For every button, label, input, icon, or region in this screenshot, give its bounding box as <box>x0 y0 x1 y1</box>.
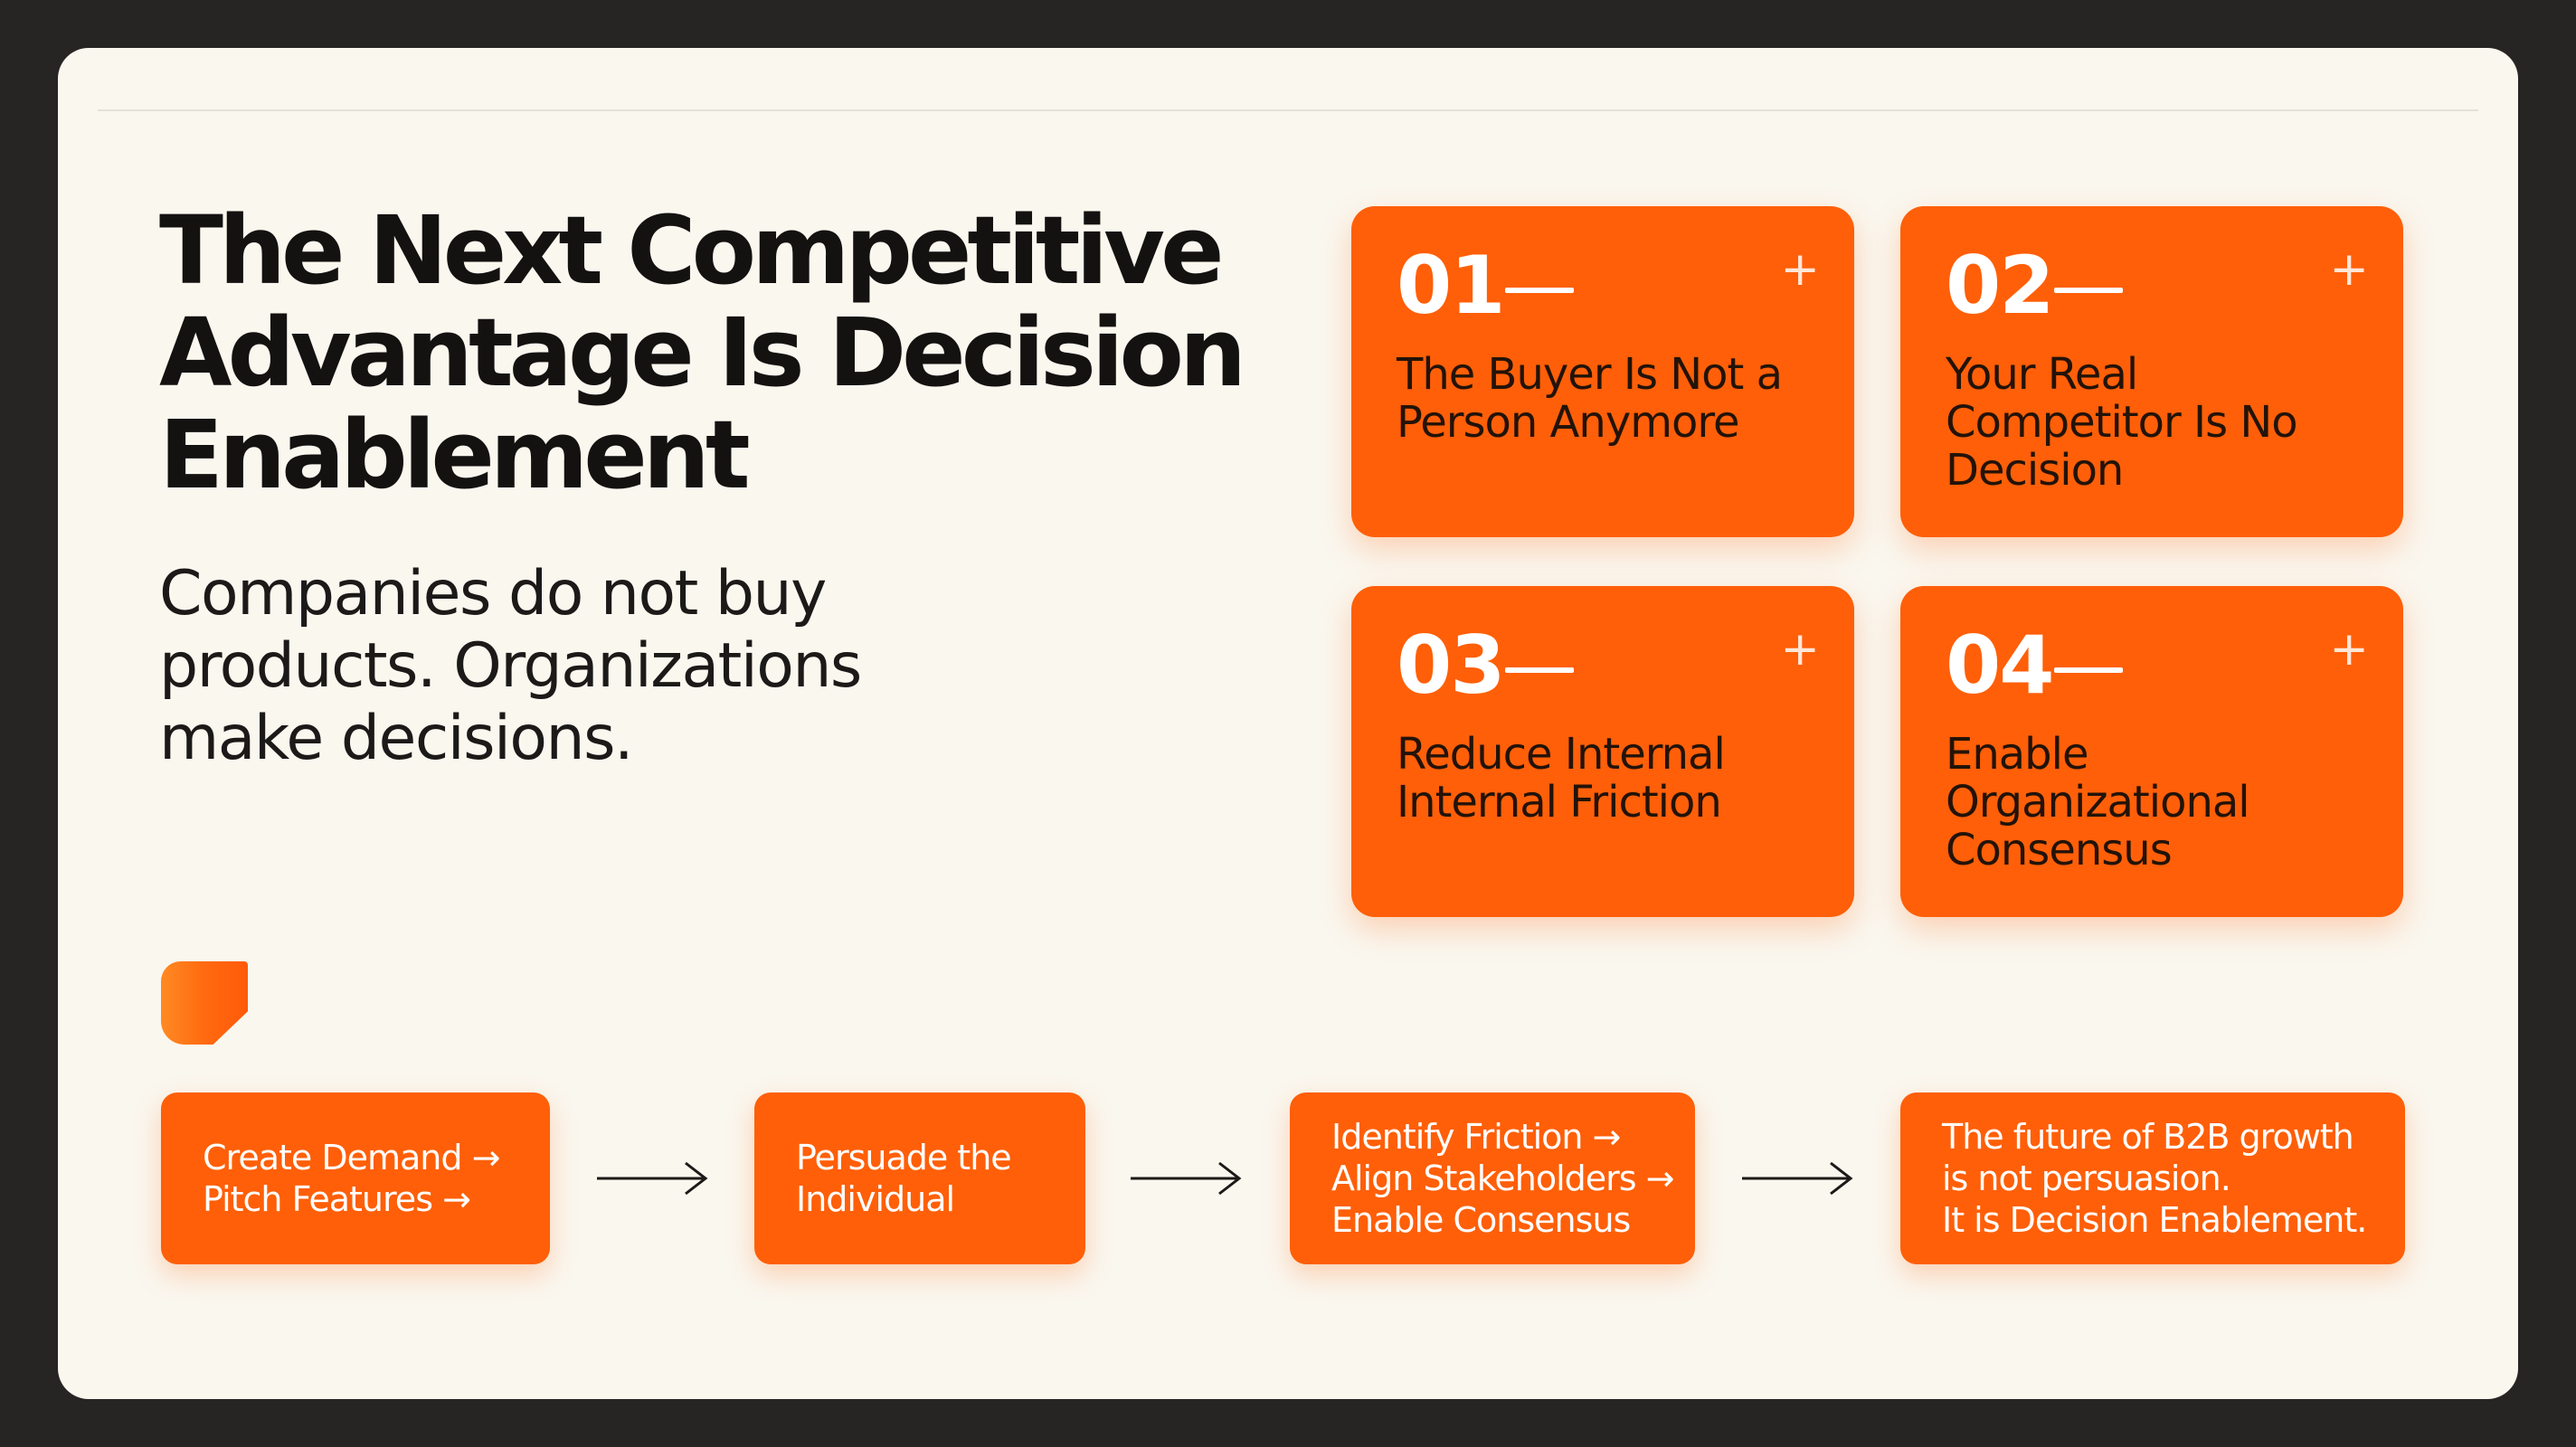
plus-icon[interactable]: + <box>1780 242 1820 297</box>
logo-mark <box>161 961 248 1045</box>
dash-icon <box>1505 288 1574 293</box>
top-divider <box>98 109 2478 111</box>
flow-step-1: Create Demand → Pitch Features → <box>161 1092 550 1264</box>
page-title: The Next Competitive Advantage Is Decisi… <box>159 195 1246 510</box>
flow-step-3: Identify Friction → Align Stakeholders →… <box>1290 1092 1695 1264</box>
flow-step-line: The future of B2B growth <box>1942 1117 2354 1157</box>
flow-step-line: Align Stakeholders → <box>1331 1159 1674 1198</box>
flow-step-line: Individual <box>796 1179 955 1219</box>
flow-conclusion: The future of B2B growth is not persuasi… <box>1900 1092 2405 1264</box>
arrow-right-icon <box>1742 1161 1853 1196</box>
card-label: Reduce Internal Internal Friction <box>1397 729 1726 828</box>
dash-icon <box>2054 288 2123 293</box>
card-02: 02 + Your Real Competitor Is No Decision <box>1900 206 2403 537</box>
card-04: 04 + Enable Organizational Consensus <box>1900 586 2403 917</box>
arrow-right-icon <box>597 1161 708 1196</box>
flow-step-line: Identify Friction → <box>1331 1117 1621 1157</box>
flow-step-line: is not persuasion. <box>1942 1159 2231 1198</box>
card-number: 02 <box>1946 239 2054 332</box>
flow-step-line: Create Demand → <box>203 1138 500 1177</box>
flow-step-line: Persuade the <box>796 1138 1012 1177</box>
dash-icon <box>2054 667 2123 673</box>
flow-step-2: Persuade the Individual <box>754 1092 1085 1264</box>
card-number: 03 <box>1397 619 1505 712</box>
plus-icon[interactable]: + <box>2329 622 2369 676</box>
card-label: The Buyer Is Not a Person Anymore <box>1397 349 1783 448</box>
card-01: 01 + The Buyer Is Not a Person Anymore <box>1351 206 1854 537</box>
card-number: 04 <box>1946 619 2054 712</box>
plus-icon[interactable]: + <box>2329 242 2369 297</box>
page-subtitle: Companies do not buy products. Organizat… <box>159 558 862 774</box>
card-03: 03 + Reduce Internal Internal Friction <box>1351 586 1854 917</box>
plus-icon[interactable]: + <box>1780 622 1820 676</box>
arrow-right-icon <box>1131 1161 1242 1196</box>
card-label: Your Real Competitor Is No Decision <box>1946 349 2298 496</box>
flow-step-line: Enable Consensus <box>1331 1200 1631 1240</box>
flow-step-line: Pitch Features → <box>203 1179 471 1219</box>
card-number: 01 <box>1397 239 1505 332</box>
card-label: Enable Organizational Consensus <box>1946 729 2250 875</box>
flow-step-line: It is Decision Enablement. <box>1942 1200 2367 1240</box>
dash-icon <box>1505 667 1574 673</box>
slide: The Next Competitive Advantage Is Decisi… <box>58 48 2518 1399</box>
